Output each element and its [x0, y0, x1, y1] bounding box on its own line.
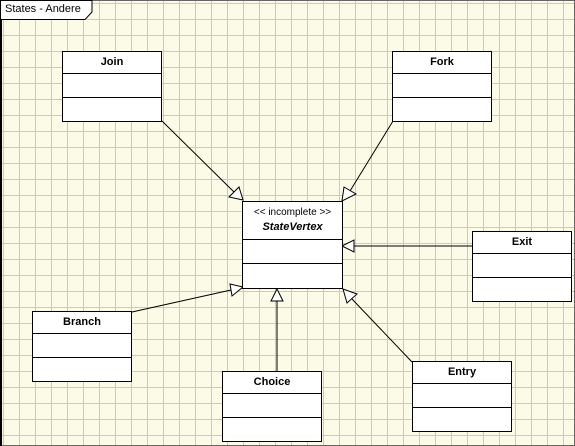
- frame-title: States - Andere: [5, 3, 81, 15]
- class-fork[interactable]: Fork: [392, 51, 492, 122]
- class-branch-operations: [33, 358, 131, 381]
- class-choice-attributes: [223, 394, 321, 418]
- class-fork-attributes: [393, 74, 491, 98]
- arrowhead-choice: [270, 287, 284, 302]
- class-exit-name: Exit: [473, 232, 571, 254]
- class-entry[interactable]: Entry: [412, 361, 512, 432]
- class-branch-name: Branch: [33, 312, 131, 334]
- class-entry-attributes: [413, 384, 511, 408]
- arrowhead-entry: [342, 288, 358, 304]
- frame-tab-shape: [0, 0, 93, 20]
- arrowhead-exit: [340, 239, 355, 253]
- class-branch-attributes: [33, 334, 131, 358]
- class-statevertex-name: StateVertex: [262, 221, 323, 233]
- class-statevertex-operations: [243, 264, 342, 288]
- class-exit[interactable]: Exit: [472, 231, 572, 302]
- class-join-name: Join: [63, 52, 161, 74]
- class-choice[interactable]: Choice: [222, 371, 322, 442]
- class-choice-name: Choice: [223, 372, 321, 394]
- class-statevertex-attributes: [243, 240, 342, 264]
- link-entry: [351, 298, 413, 363]
- link-join: [161, 120, 235, 193]
- class-statevertex[interactable]: << incomplete >> StateVertex: [242, 201, 343, 289]
- class-fork-name: Fork: [393, 52, 491, 74]
- class-join[interactable]: Join: [62, 51, 162, 122]
- frame-left-border: [0, 0, 2, 446]
- class-entry-name: Entry: [413, 362, 511, 384]
- arrowhead-branch: [229, 283, 245, 297]
- arrowhead-join: [227, 186, 244, 201]
- class-statevertex-stereotype: << incomplete >>: [253, 207, 332, 218]
- class-branch[interactable]: Branch: [32, 311, 132, 382]
- class-exit-operations: [473, 278, 571, 301]
- class-entry-operations: [413, 408, 511, 431]
- class-join-attributes: [63, 74, 161, 98]
- class-statevertex-header: << incomplete >> StateVertex: [243, 202, 342, 240]
- link-fork: [349, 120, 394, 192]
- frame-title-tab: States - Andere: [0, 0, 96, 20]
- class-fork-operations: [393, 98, 491, 121]
- arrowhead-fork: [341, 186, 358, 202]
- class-join-operations: [63, 98, 161, 121]
- class-choice-operations: [223, 418, 321, 441]
- class-exit-attributes: [473, 254, 571, 278]
- link-branch: [131, 289, 232, 313]
